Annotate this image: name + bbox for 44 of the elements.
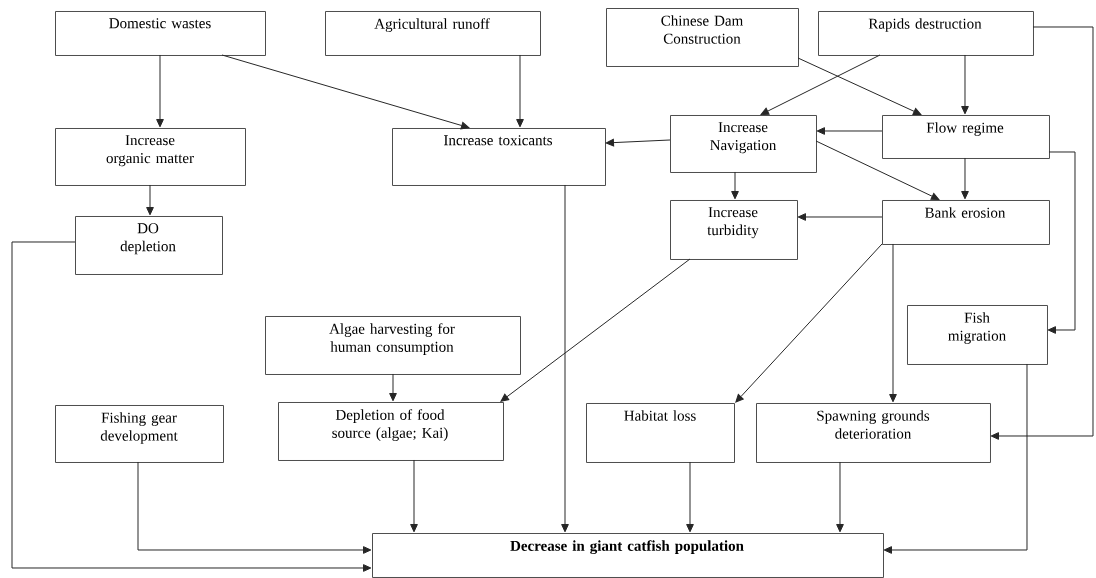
process-box: Increase Navigation: [670, 115, 817, 173]
process-box: Rapids destruction: [818, 11, 1034, 56]
process-box: Fishing gear development: [55, 405, 224, 463]
arrow: [883, 363, 1028, 554]
arrow: [731, 171, 739, 200]
arrow: [797, 57, 922, 115]
process-box: Depletion of food source (algae; Kai): [278, 402, 504, 461]
process-box: Bank erosion: [882, 200, 1050, 245]
arrow: [156, 54, 164, 128]
process-box: Increase turbidity: [670, 200, 798, 260]
arrow: [836, 461, 844, 533]
process-box: Chinese Dam Construction: [606, 8, 799, 67]
arrow: [137, 461, 372, 554]
arrow: [561, 184, 569, 533]
arrow: [797, 213, 883, 221]
process-box: Flow regime: [882, 115, 1050, 159]
arrow: [146, 184, 154, 216]
arrow: [221, 54, 470, 130]
process-box: Domestic wastes: [55, 11, 266, 56]
arrow: [1047, 151, 1076, 334]
arrow: [516, 54, 524, 128]
process-box: Agricultural runoff: [325, 11, 541, 56]
arrow: [990, 26, 1094, 440]
arrow: [605, 138, 671, 147]
arrow: [961, 157, 969, 200]
arrow: [889, 243, 897, 403]
process-box: Algae harvesting for human consumption: [265, 316, 521, 375]
process-box: Habitat loss: [586, 403, 735, 463]
process-box: Spawning grounds deterioration: [756, 403, 991, 463]
process-box: Increase toxicants: [392, 128, 606, 186]
arrow: [410, 459, 418, 533]
arrow: [686, 461, 694, 533]
arrow: [816, 127, 883, 135]
arrow: [389, 373, 397, 402]
process-box: Increase organic matter: [55, 128, 246, 186]
arrow: [760, 54, 881, 115]
arrow: [815, 140, 940, 200]
arrow: [500, 258, 691, 402]
process-box: DO depletion: [75, 216, 223, 275]
arrow: [735, 243, 883, 403]
arrow: [11, 241, 372, 572]
process-box: Fish migration: [907, 305, 1048, 365]
arrow: [961, 54, 969, 115]
process-box: Decrease in giant catfish population: [372, 533, 884, 578]
